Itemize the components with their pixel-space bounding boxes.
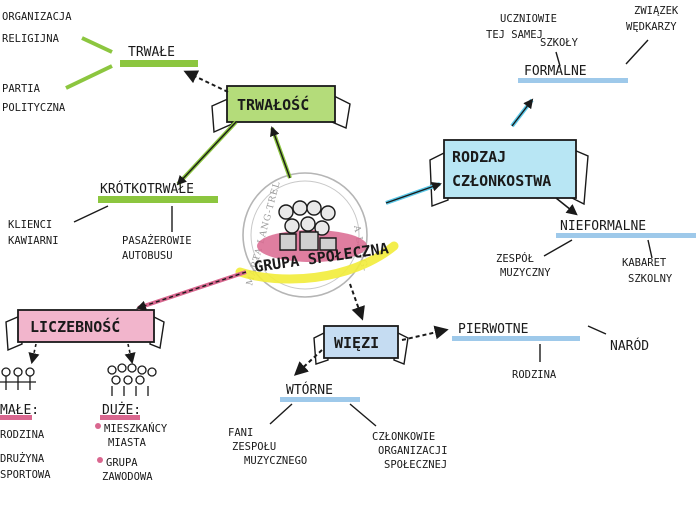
arrow-to-wtorne: [293, 349, 323, 376]
trwale-label: TRWAŁE: [128, 45, 175, 60]
male-example-1: RODZINA: [0, 429, 45, 441]
branch-wiezi: WIĘZI PIERWOTNE NARÓD RODZINA WTÓRNE FAN…: [228, 283, 649, 471]
arrow-to-trwale: [183, 70, 229, 93]
rodzaj-label-line2: CZŁONKOSTWA: [452, 172, 551, 190]
krotkotrwale-example-2: KAWIARNI: [8, 235, 59, 247]
formalne-example-2: TEJ SAMEJ: [486, 29, 543, 41]
arrow-to-pierwotne: [401, 325, 449, 341]
formalne-example-3: SZKOŁY: [540, 37, 579, 49]
krotkotrwale-underline: [98, 196, 218, 203]
duze-bullet-2: [97, 457, 103, 463]
wtorne-example-1: FANI: [228, 427, 253, 439]
nieformalne-label: NIEFORMALNE: [560, 219, 646, 234]
nieformalne-example-3: KABARET: [622, 257, 667, 269]
formalne-label: FORMALNE: [524, 64, 587, 79]
duze-label: DUŻE:: [102, 402, 141, 418]
trwale-example-1: ORGANIZACJA: [2, 11, 72, 23]
trwale-connector-bottom: [65, 64, 113, 90]
wiezi-banner: [323, 325, 399, 359]
arrow-center-to-rodzaj: [385, 181, 442, 204]
male-example-3: SPORTOWA: [0, 469, 51, 481]
arrow-center-to-liczebnosc: [136, 271, 247, 311]
rodzaj-label-line1: RODZAJ: [452, 148, 506, 166]
male-label: MAŁE:: [0, 403, 39, 418]
trwale-example-3: PARTIA: [2, 83, 41, 95]
arrow-to-male: [28, 343, 40, 365]
people-group-icon: [278, 200, 337, 251]
duze-example-1: MIESZKAŃCY: [104, 422, 168, 435]
nieformalne-connector-left: [543, 239, 573, 257]
formalne-connector-right: [625, 39, 649, 65]
liczebnosc-banner: [17, 309, 155, 343]
male-underline: [0, 415, 32, 420]
krotkotrwale-example-3: PASAŻEROWIE: [122, 234, 192, 247]
krotkotrwale-example-1: KLIENCI: [8, 219, 52, 231]
trwalosc-banner: [226, 85, 336, 123]
wtorne-example-5: ORGANIZACJI: [378, 445, 448, 457]
wtorne-underline: [280, 397, 360, 402]
trwale-underline: [120, 60, 198, 67]
pierwotne-connector-right: [587, 325, 607, 335]
formalne-example-4: ZWIĄZEK: [634, 5, 679, 17]
pierwotne-example-1: NARÓD: [610, 338, 649, 354]
branch-trwalosc: TRWAŁOŚĆ TRWAŁE ORGANIZACJA RELIGIJNA PA…: [2, 11, 351, 262]
wtorne-connector-left: [269, 403, 293, 425]
formalne-example-1: UCZNIOWIE: [500, 13, 557, 25]
stamp-inner-circle: [250, 180, 360, 290]
nieformalne-example-4: SZKOLNY: [628, 273, 673, 285]
branch-liczebnosc: LICZEBNOŚĆ MAŁE: RODZINA DRUŻYNA SPORTOW…: [0, 270, 247, 483]
branch-rodzaj: RODZAJ CZŁONKOSTWA FORMALNE UCZNIOWIE TE…: [385, 5, 696, 285]
arrow-to-formalne: [511, 98, 534, 127]
formalne-example-5: WĘDKARZY: [626, 21, 677, 33]
center-underline: [235, 241, 399, 284]
duze-bullet-1: [95, 423, 101, 429]
stamp-circle: [242, 172, 368, 298]
pierwotne-label: PIERWOTNE: [458, 322, 528, 337]
nieformalne-connector-right: [647, 239, 653, 259]
wtorne-example-3: MUZYCZNEGO: [244, 455, 307, 467]
trwale-example-4: POLITYCZNA: [2, 102, 66, 114]
duze-underline: [100, 415, 140, 420]
arrow-center-to-trwalosc: [270, 126, 291, 179]
nieformalne-example-1: ZESPÓŁ: [496, 252, 534, 265]
arrow-center-to-wiezi: [349, 283, 365, 321]
liczebnosc-label: LICZEBNOŚĆ: [30, 317, 120, 336]
arrow-to-nieformalne: [555, 197, 578, 216]
trwale-example-2: RELIGIJNA: [2, 33, 60, 45]
formalne-connector-left: [555, 51, 561, 67]
nieformalne-underline: [556, 233, 696, 238]
wiezi-label: WIĘZI: [334, 334, 379, 352]
formalne-underline: [518, 78, 628, 83]
pierwotne-example-2: RODZINA: [512, 369, 557, 381]
krotkotrwale-label: KRÓTKOTRWAŁE: [100, 181, 194, 197]
large-group-icon: [107, 363, 157, 396]
center-node: MARTA LANG-TREL A LANG- GRUPA SPOŁECZNA: [235, 172, 399, 298]
duze-example-3: GRUPA: [106, 457, 138, 469]
trwale-connector-top: [81, 36, 113, 54]
wtorne-example-6: SPOŁECZNEJ: [384, 459, 447, 471]
pierwotne-underline: [452, 336, 580, 341]
wtorne-label: WTÓRNE: [286, 382, 333, 398]
small-group-icon: [0, 367, 36, 390]
arrow-to-duze: [124, 343, 136, 365]
duze-example-4: ZAWODOWA: [102, 471, 153, 483]
rodzaj-banner: [443, 139, 577, 199]
krotkotrwale-example-4: AUTOBUSU: [122, 250, 173, 262]
wtorne-connector-right: [349, 403, 377, 427]
wtorne-example-4: CZŁONKOWIE: [372, 431, 435, 443]
nieformalne-example-2: MUZYCZNY: [500, 267, 551, 279]
duze-example-2: MIASTA: [108, 437, 147, 449]
krotkotrwale-connector-left: [73, 205, 109, 223]
male-example-2: DRUŻYNA: [0, 452, 45, 465]
arrow-to-krotkotrwale: [176, 121, 237, 186]
trwalosc-label: TRWAŁOŚĆ: [237, 95, 309, 114]
wtorne-example-2: ZESPOŁU: [232, 441, 276, 453]
